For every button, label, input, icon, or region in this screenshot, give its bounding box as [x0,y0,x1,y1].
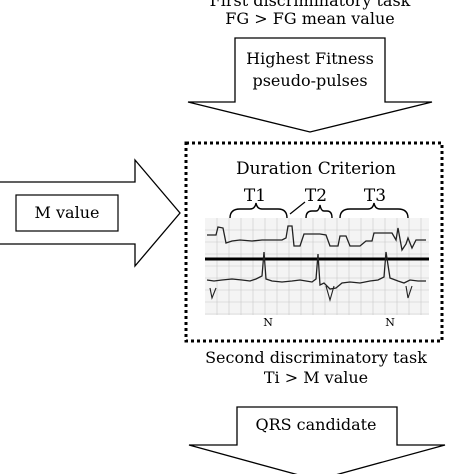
segment-t3-label: T3 [364,186,386,206]
qrs-candidate-label: QRS candidate [255,415,376,434]
n-marker-2: N [385,316,395,329]
n-marker-1: N [263,316,273,329]
highest-fitness-label: Highest Fitness [246,49,374,68]
duration-criterion-title: Duration Criterion [236,159,396,179]
second-task-condition: Ti > M value [264,368,368,387]
brace-t1 [229,202,288,219]
first-task-title: First discriminatory task [210,0,411,10]
m-value-box [15,194,119,232]
ecg-upper-trace [207,225,426,252]
qrs-candidate-down-arrow [188,406,446,474]
segment-t2-label: T2 [305,186,327,206]
t1-t2-connector [289,201,306,215]
ecg-grid [205,218,429,315]
brace-t2 [305,204,333,219]
ecg-plot [205,218,429,315]
m-value-label: M value [35,203,100,222]
brace-t3 [339,202,409,219]
second-task-title: Second discriminatory task [205,348,427,367]
segment-t1-label: T1 [244,186,266,206]
highest-fitness-down-arrow [187,37,433,133]
ecg-low-dip-trace [209,285,413,303]
pseudo-pulses-label: pseudo-pulses [252,71,367,90]
first-task-condition: FG > FG mean value [225,9,394,28]
ecg-lower-trace [206,251,426,290]
